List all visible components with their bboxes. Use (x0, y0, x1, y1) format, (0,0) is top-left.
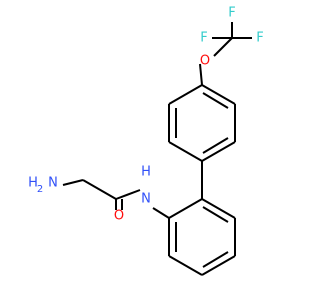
ring-bottom-double-1 (202, 206, 229, 223)
ring-bottom-double-2 (202, 251, 229, 268)
ring-top-bond-4 (168, 141, 203, 162)
ring-bottom-bond-3 (201, 255, 236, 276)
bond-ch2-nh2 (62, 179, 84, 186)
ring-bottom-bond-4 (168, 255, 203, 276)
ring-top-double-1 (202, 92, 229, 109)
amide-hydrogen-label: H (141, 165, 151, 180)
ring-bottom-bond-6 (168, 198, 203, 219)
fluorine-top-label: F (228, 6, 235, 21)
ether-oxygen-label: O (200, 54, 210, 69)
ring-top-bond-6 (168, 84, 203, 105)
amine-hydrogen-label: H (28, 176, 38, 191)
bond-carbonyl-ch2 (82, 179, 117, 200)
bond-o-ring (199, 63, 203, 86)
bond-c-o-ether (213, 37, 233, 57)
bond-n-carbonyl (115, 189, 141, 200)
amide-nitrogen-label: N (141, 192, 151, 207)
amine-nitrogen-label: N (48, 176, 58, 191)
ring-bottom-bond-1 (201, 198, 236, 219)
fluorine-right-label: F (256, 31, 263, 46)
fluorine-left-label: F (200, 31, 207, 46)
molecule-structure: F F F O H N N H 2 O (28, 6, 264, 276)
bond-ring-n (152, 207, 170, 219)
ring-top-bond-1 (201, 84, 236, 105)
carbonyl-oxygen-label: O (114, 209, 124, 224)
ring-top-double-2 (202, 137, 229, 154)
amine-subscript-label: 2 (37, 184, 43, 195)
ring-top-bond-3 (201, 141, 236, 162)
